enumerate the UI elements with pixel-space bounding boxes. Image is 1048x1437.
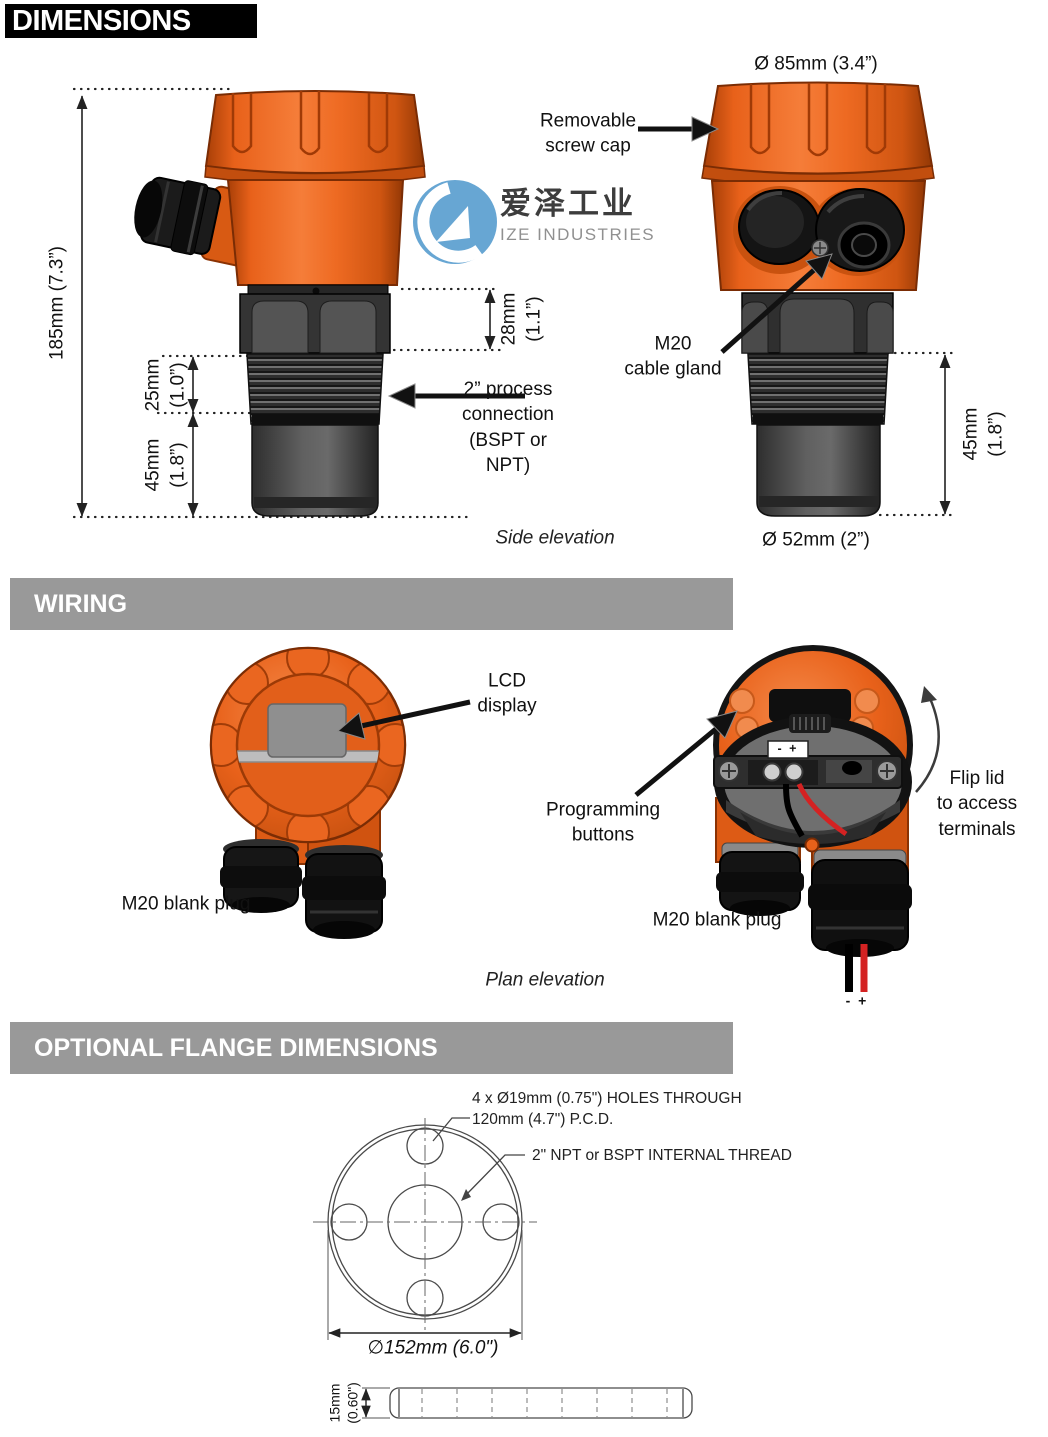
- dim-transducer-label-side: 45mm(1.8”): [142, 438, 189, 492]
- plan-blank-plug-left: [220, 839, 302, 913]
- flange-drawing: [313, 1117, 693, 1419]
- plan-terminals-drawing: [634, 645, 940, 992]
- logo-icon: [413, 180, 497, 264]
- dim-hex-label: 28mm(1.1”): [498, 292, 545, 346]
- dim-thread-label: 25mm(1.0”): [142, 358, 189, 412]
- flange-holes-callout-line1: 4 x Ø19mm (0.75") HOLES THROUGH: [472, 1090, 742, 1107]
- logo-name-cn: 爱泽工业: [500, 186, 636, 221]
- terminal-polarity-label: - +: [777, 741, 799, 756]
- dim-total-height-label: 185mm (7.3”): [46, 245, 68, 361]
- base-diameter-label: Ø 52mm (2”): [762, 529, 870, 551]
- logo: 爱泽工业 IZE INDUSTRIES: [500, 188, 720, 245]
- plan-blank-plug-right-dev: [716, 842, 804, 916]
- plan-gland-right: [302, 845, 386, 939]
- flange-thread-callout: 2" NPT or BSPT INTERNAL THREAD: [532, 1147, 792, 1164]
- wire-polarity-label: - +: [845, 992, 869, 1009]
- logo-name-en: IZE INDUSTRIES: [500, 225, 656, 244]
- terminal-polarity-plate: [767, 740, 809, 759]
- flange-thickness-label: 15mm(0.60"): [326, 1382, 361, 1424]
- display-back: [769, 689, 851, 722]
- side-elevation-drawing: [72, 87, 525, 519]
- front-elevation-drawing: [638, 81, 954, 517]
- lcd-display: [267, 703, 347, 758]
- plan-wired-gland: [808, 849, 912, 957]
- plan-elevation-caption: Plan elevation: [485, 969, 605, 991]
- section-header-wiring: WIRING: [10, 578, 733, 630]
- front-m20-gland: [815, 188, 905, 272]
- section-header-flange: OPTIONAL FLANGE DIMENSIONS: [10, 1022, 733, 1074]
- section-header-dimensions: DIMENSIONS: [5, 4, 257, 38]
- front-blank-plug: [738, 189, 820, 265]
- programming-buttons: [729, 688, 880, 740]
- flange-holes-callout-line2: 120mm (4.7") P.C.D.: [472, 1111, 614, 1128]
- blank-plug-label-right: M20 blank plug: [652, 909, 782, 931]
- dim-transducer-label-front: 45mm(1.8”): [960, 407, 1007, 461]
- blank-plug-label-left: M20 blank plug: [121, 893, 251, 915]
- flange-diameter-label: ∅152mm (6.0"): [367, 1337, 499, 1359]
- side-elevation-caption: Side elevation: [495, 527, 615, 549]
- cap-diameter-label: Ø 85mm (3.4”): [754, 53, 878, 75]
- cap-ribs: [231, 91, 389, 156]
